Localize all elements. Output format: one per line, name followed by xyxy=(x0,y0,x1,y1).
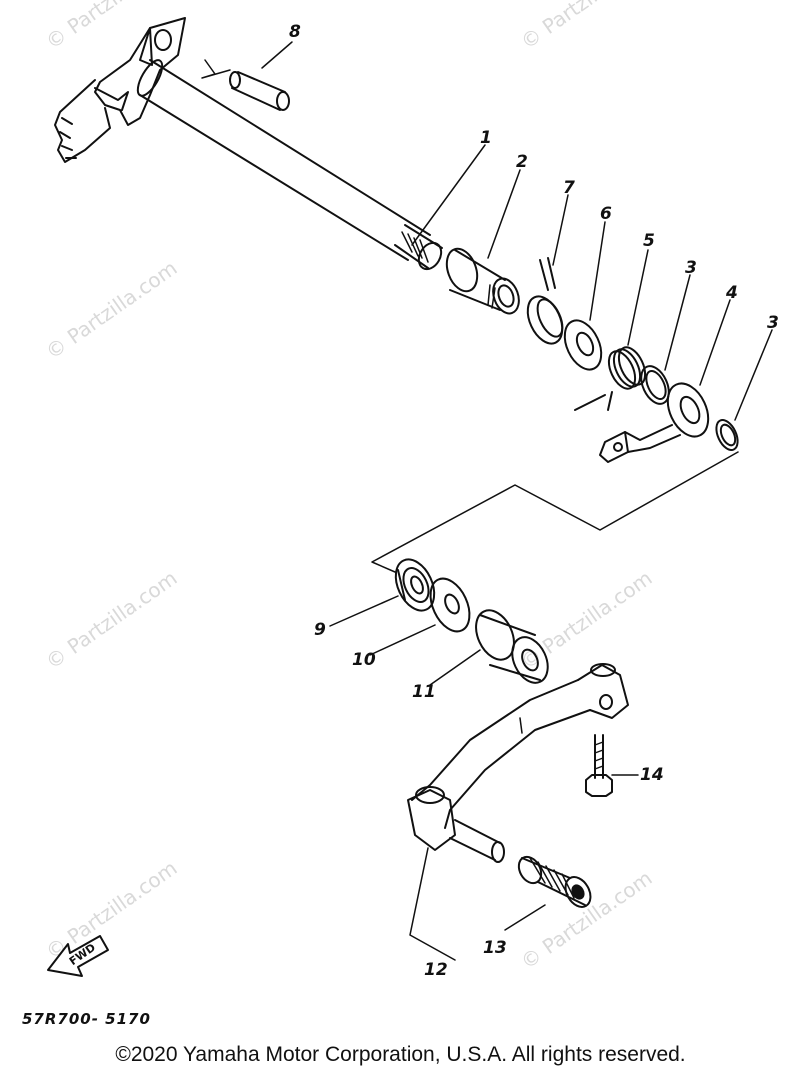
leader-lines xyxy=(261,41,773,961)
shift-arm-part xyxy=(599,382,710,463)
circlip-part-3b xyxy=(715,419,739,451)
callout-part-3b: 3 xyxy=(767,313,779,333)
callout-part-5: 5 xyxy=(643,231,655,251)
spring-part xyxy=(526,257,564,345)
washer-part-10 xyxy=(429,577,471,633)
diagram-code: 57R700- 5170 xyxy=(22,1010,151,1028)
collar-part xyxy=(445,247,520,315)
callout-part-7: 7 xyxy=(563,178,575,198)
callout-part-2: 2 xyxy=(516,152,528,172)
pin-part xyxy=(201,59,290,111)
callout-part-9: 9 xyxy=(314,620,326,640)
copyright-notice: ©2020 Yamaha Motor Corporation, U.S.A. A… xyxy=(115,1043,686,1066)
callout-part-12: 12 xyxy=(424,960,448,980)
callout-part-6: 6 xyxy=(600,204,612,224)
callout-part-8: 8 xyxy=(289,22,301,42)
shift-pedal-part xyxy=(407,663,629,863)
torsion-spring-part xyxy=(574,346,647,411)
shift-shaft-assembly xyxy=(54,17,443,271)
circlip-part-3a xyxy=(640,365,670,405)
callout-part-11: 11 xyxy=(412,682,436,702)
callout-part-13: 13 xyxy=(483,938,507,958)
callout-part-1: 1 xyxy=(480,128,492,148)
callout-part-3a: 3 xyxy=(685,258,697,278)
fwd-arrow-icon xyxy=(47,935,109,977)
washer-part-6 xyxy=(563,319,603,371)
collar-part-11 xyxy=(475,609,549,684)
callout-part-4: 4 xyxy=(726,283,738,303)
bearing-part xyxy=(394,558,436,612)
rubber-peg-part xyxy=(517,855,592,908)
callout-part-14: 14 xyxy=(640,765,664,785)
callout-part-10: 10 xyxy=(352,650,376,670)
bolt-part xyxy=(585,734,613,797)
assembly-bracket-line xyxy=(371,451,739,573)
